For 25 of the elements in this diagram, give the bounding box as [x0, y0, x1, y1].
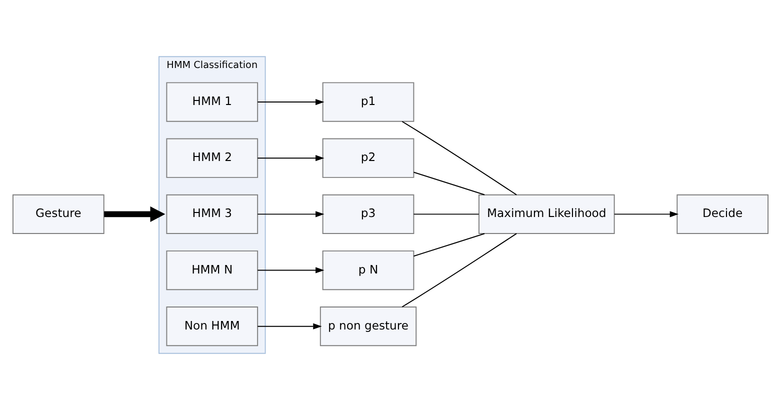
- node-box: p non gesture: [320, 306, 417, 346]
- arrow: [257, 98, 324, 106]
- node-box: HMM N: [166, 250, 258, 290]
- node-box: Decide: [676, 194, 768, 234]
- connector: [413, 214, 480, 215]
- connector: [402, 233, 518, 308]
- arrow: [614, 211, 679, 218]
- node-box: p3: [322, 194, 414, 234]
- node-box: HMM 1: [166, 82, 258, 122]
- arrow: [257, 323, 322, 330]
- connector: [413, 233, 485, 257]
- node-box: Maximum Likelihood: [478, 194, 615, 234]
- arrow: [257, 211, 324, 218]
- node-box: p1: [322, 82, 414, 122]
- node-box: HMM 3: [166, 194, 258, 234]
- arrow: [257, 155, 324, 162]
- node-box: Non HMM: [166, 306, 258, 346]
- node-box: p N: [322, 250, 414, 290]
- connector: [413, 172, 485, 196]
- arrow: [104, 206, 166, 222]
- connector: [402, 121, 518, 196]
- arrow: [257, 267, 324, 274]
- node-box: p2: [322, 138, 414, 178]
- node-box: Gesture: [12, 194, 104, 234]
- node-box: HMM 2: [166, 138, 258, 178]
